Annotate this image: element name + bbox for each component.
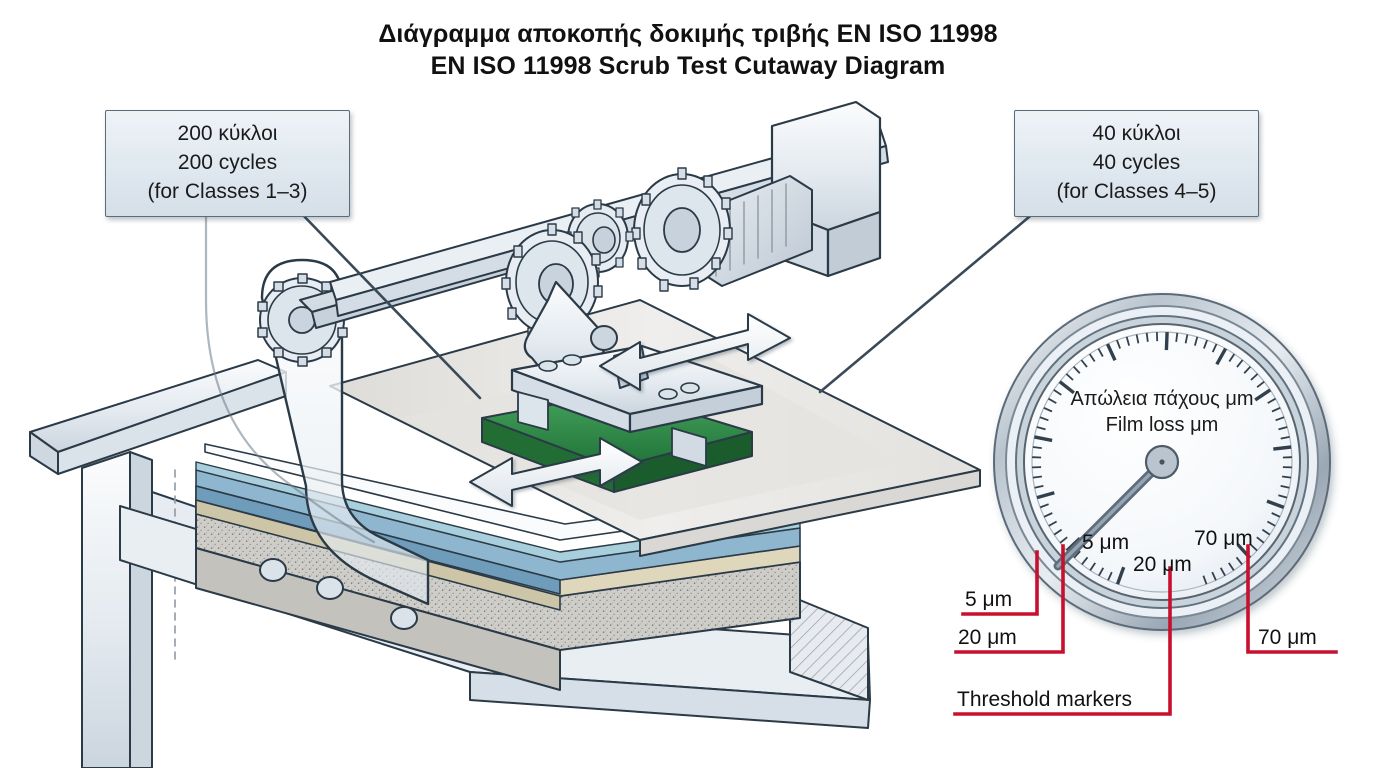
title-greek: Διάγραμμα αποκοπής δοκιμής τριβής EN ISO… xyxy=(378,20,998,48)
gauge-label-greek: Απώλεια πάχους μm xyxy=(1070,388,1254,410)
motion-arrow-upper xyxy=(599,313,791,391)
page-title: Διάγραμμα αποκοπής δοκιμής τριβής EN ISO… xyxy=(0,18,1376,82)
callout-right-line3: (for Classes 4–5) xyxy=(1056,180,1217,203)
callout-left-line1: 200 κύκλοι xyxy=(177,122,278,145)
dial-gauge xyxy=(993,293,1331,631)
dial-ticks xyxy=(1032,332,1292,585)
threshold-label-20um: 20 μm xyxy=(958,626,1017,649)
crank-gear-train xyxy=(501,199,634,393)
callout-40-cycles: 40 κύκλοι 40 cycles (for Classes 4–5) xyxy=(1014,110,1259,217)
motion-arrow-lower xyxy=(469,437,643,507)
threshold-markers-title: Threshold markers xyxy=(957,688,1133,711)
callout-200-cycles: 200 κύκλοι 200 cycles (for Classes 1–3) xyxy=(105,110,350,217)
callout-right-line1: 40 κύκλοι xyxy=(1092,122,1181,145)
callout-leader-right xyxy=(818,210,1037,394)
threshold-label-70um: 70 μm xyxy=(1258,626,1317,649)
callout-left-line2: 200 cycles xyxy=(177,151,278,174)
drive-gear-large xyxy=(631,167,733,292)
threshold-marker-lines xyxy=(953,544,1338,716)
callout-left-line3: (for Classes 1–3) xyxy=(147,180,308,203)
callout-leader-left xyxy=(204,210,482,544)
dial-needle xyxy=(1053,457,1167,571)
dial-mark-5um: 5 μm xyxy=(1082,531,1130,554)
title-english: EN ISO 11998 Scrub Test Cutaway Diagram xyxy=(430,52,946,80)
dial-mark-70um: 70 μm xyxy=(1194,527,1253,550)
drive-gear-small xyxy=(563,199,634,278)
dial-mark-20um: 20 μm xyxy=(1133,553,1192,576)
gauge-label-english: Film loss μm xyxy=(1105,414,1219,436)
threshold-label-5um: 5 μm xyxy=(965,588,1013,611)
motor-gearbox xyxy=(631,100,882,292)
callout-right-line2: 40 cycles xyxy=(1092,151,1181,174)
